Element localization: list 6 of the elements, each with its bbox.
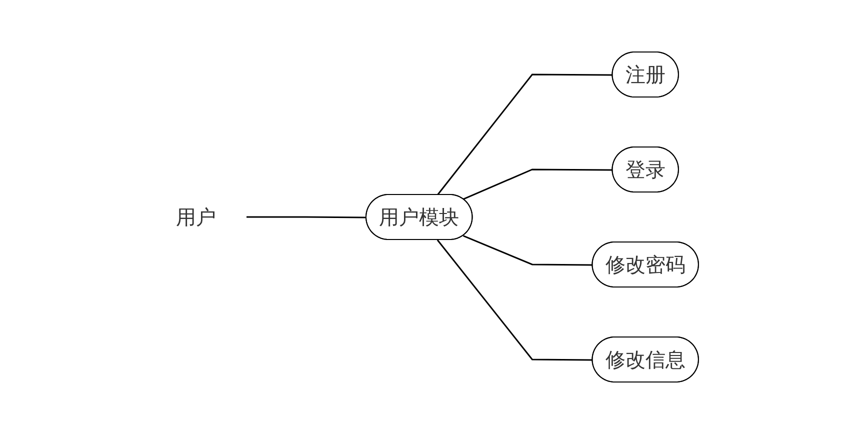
connector: [436, 239, 592, 360]
connector: [246, 216, 366, 218]
connector: [436, 73, 612, 195]
node-text: 用户: [176, 204, 216, 228]
connector: [462, 168, 612, 200]
connector: [462, 234, 592, 266]
